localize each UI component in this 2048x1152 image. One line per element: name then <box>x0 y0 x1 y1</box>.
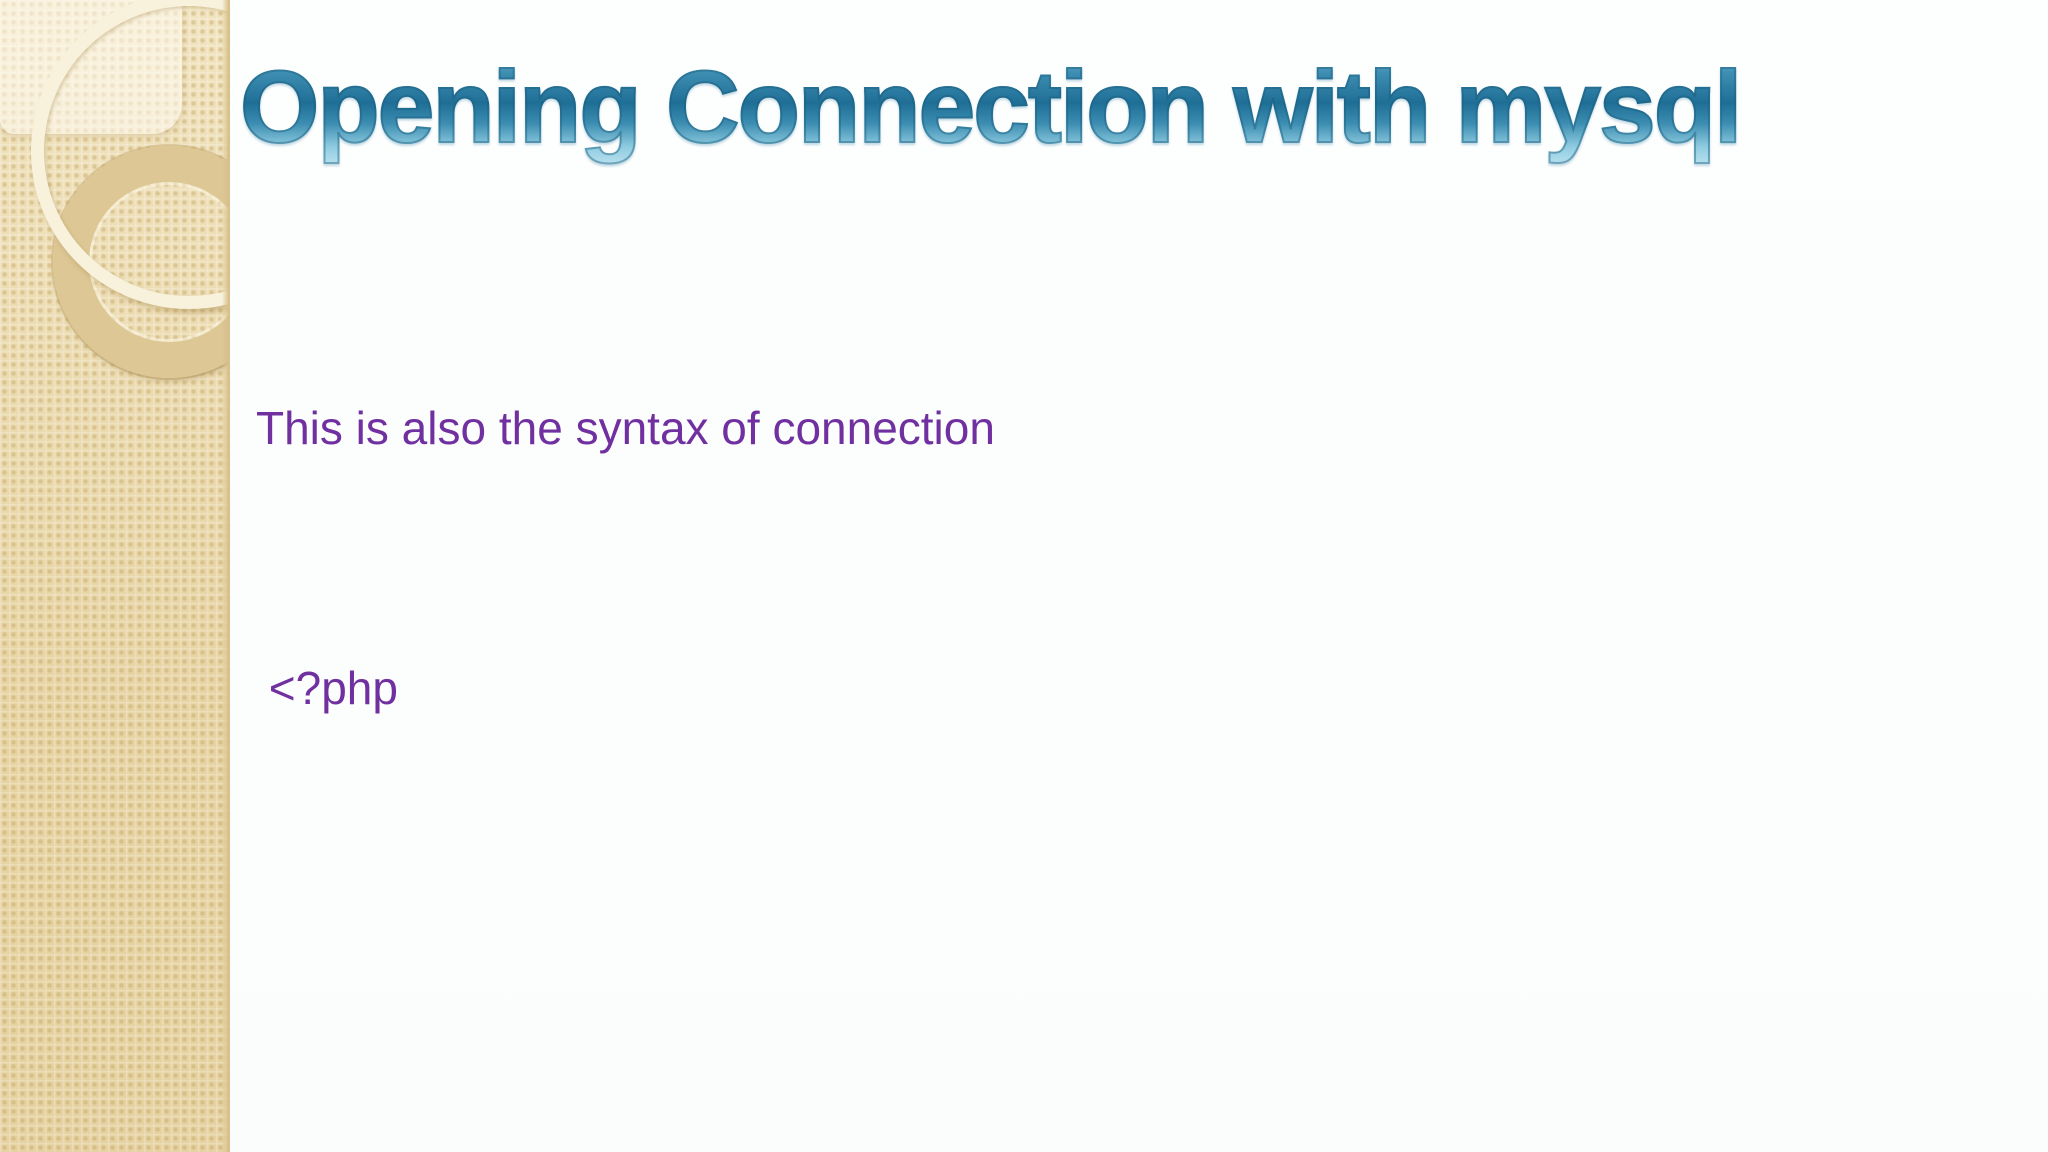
code-line-blank <box>256 904 1756 991</box>
slide-body-text: This is also the syntax of connection <?… <box>256 212 1756 1152</box>
page-title: Opening Connection with mysql <box>239 44 1743 172</box>
intro-text: This is also the syntax of connection <box>256 402 995 454</box>
sidebar-decoration-strip <box>0 0 230 1152</box>
code-line-php-open: <?php <box>256 661 398 714</box>
